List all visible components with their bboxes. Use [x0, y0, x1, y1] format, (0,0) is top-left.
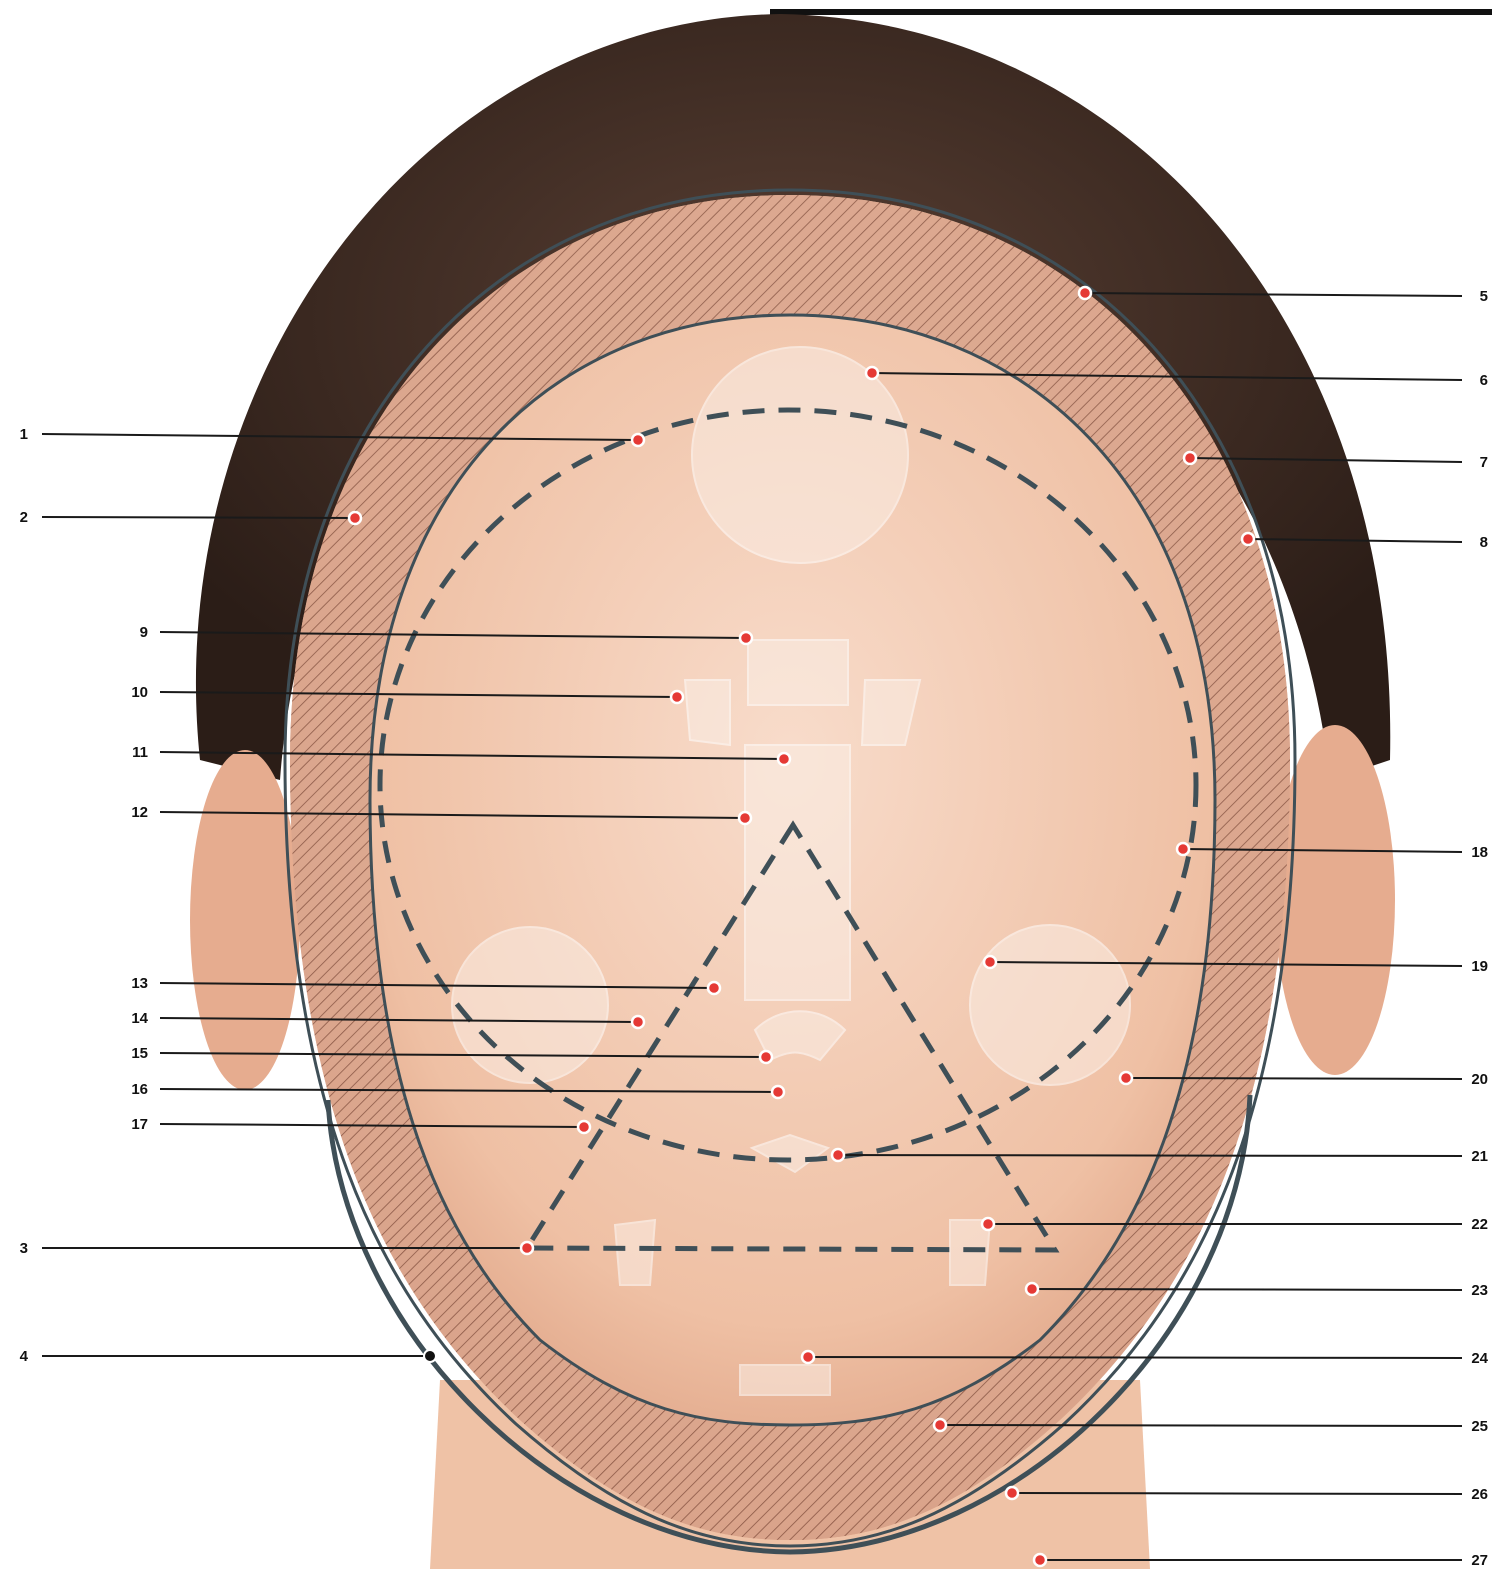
label-2: 2	[20, 509, 28, 526]
marker-4	[424, 1350, 436, 1362]
leader-line-20	[1126, 1078, 1462, 1079]
label-1: 1	[20, 426, 28, 443]
marker-26	[1006, 1487, 1018, 1499]
marker-2	[349, 512, 361, 524]
label-27: 27	[1471, 1552, 1488, 1569]
marker-11	[778, 753, 790, 765]
label-23: 23	[1471, 1282, 1488, 1299]
label-16: 16	[131, 1081, 148, 1098]
leader-line-2	[42, 517, 355, 518]
label-22: 22	[1471, 1216, 1488, 1233]
label-3: 3	[20, 1240, 28, 1257]
marker-24	[802, 1351, 814, 1363]
leader-line-26	[1012, 1493, 1462, 1494]
marker-7	[1184, 452, 1196, 464]
marker-21	[832, 1149, 844, 1161]
marker-3	[521, 1242, 533, 1254]
leader-line-23	[1032, 1289, 1462, 1290]
marker-27	[1034, 1554, 1046, 1566]
label-18: 18	[1471, 844, 1488, 861]
label-20: 20	[1471, 1071, 1488, 1088]
marker-17	[578, 1121, 590, 1133]
marker-19	[984, 956, 996, 968]
marker-10	[671, 691, 683, 703]
glabella-zone	[748, 640, 848, 705]
label-8: 8	[1480, 534, 1488, 551]
marker-14	[632, 1016, 644, 1028]
leader-line-21	[838, 1155, 1462, 1156]
label-10: 10	[131, 684, 148, 701]
marker-22	[982, 1218, 994, 1230]
label-6: 6	[1480, 372, 1488, 389]
marker-25	[934, 1419, 946, 1431]
label-14: 14	[131, 1010, 148, 1027]
label-5: 5	[1480, 288, 1488, 305]
left-cheek-zone	[452, 927, 608, 1083]
label-11: 11	[132, 744, 148, 761]
marker-16	[772, 1086, 784, 1098]
label-13: 13	[131, 975, 148, 992]
right-cheek-zone	[970, 925, 1130, 1085]
marker-20	[1120, 1072, 1132, 1084]
label-7: 7	[1480, 454, 1488, 471]
label-21: 21	[1471, 1148, 1488, 1165]
label-19: 19	[1471, 958, 1488, 975]
label-25: 25	[1471, 1418, 1488, 1435]
label-17: 17	[131, 1116, 148, 1133]
label-9: 9	[140, 624, 148, 641]
marker-12	[739, 812, 751, 824]
marker-1	[632, 434, 644, 446]
marker-8	[1242, 533, 1254, 545]
marker-9	[740, 632, 752, 644]
marker-15	[760, 1051, 772, 1063]
label-15: 15	[131, 1045, 148, 1062]
chin-zone	[740, 1365, 830, 1395]
marker-6	[866, 367, 878, 379]
marker-5	[1079, 287, 1091, 299]
leader-line-24	[808, 1357, 1462, 1358]
label-12: 12	[131, 804, 148, 821]
left-eye-inner-zone	[685, 680, 730, 745]
marker-13	[708, 982, 720, 994]
right-ear	[1275, 725, 1395, 1075]
leader-line-25	[940, 1425, 1462, 1426]
label-4: 4	[20, 1348, 29, 1365]
left-lip-corner-zone	[615, 1220, 655, 1285]
marker-23	[1026, 1283, 1038, 1295]
marker-18	[1177, 843, 1189, 855]
label-24: 24	[1471, 1350, 1488, 1367]
left-ear	[190, 750, 300, 1090]
forehead-zone	[692, 347, 908, 563]
label-26: 26	[1471, 1486, 1488, 1503]
